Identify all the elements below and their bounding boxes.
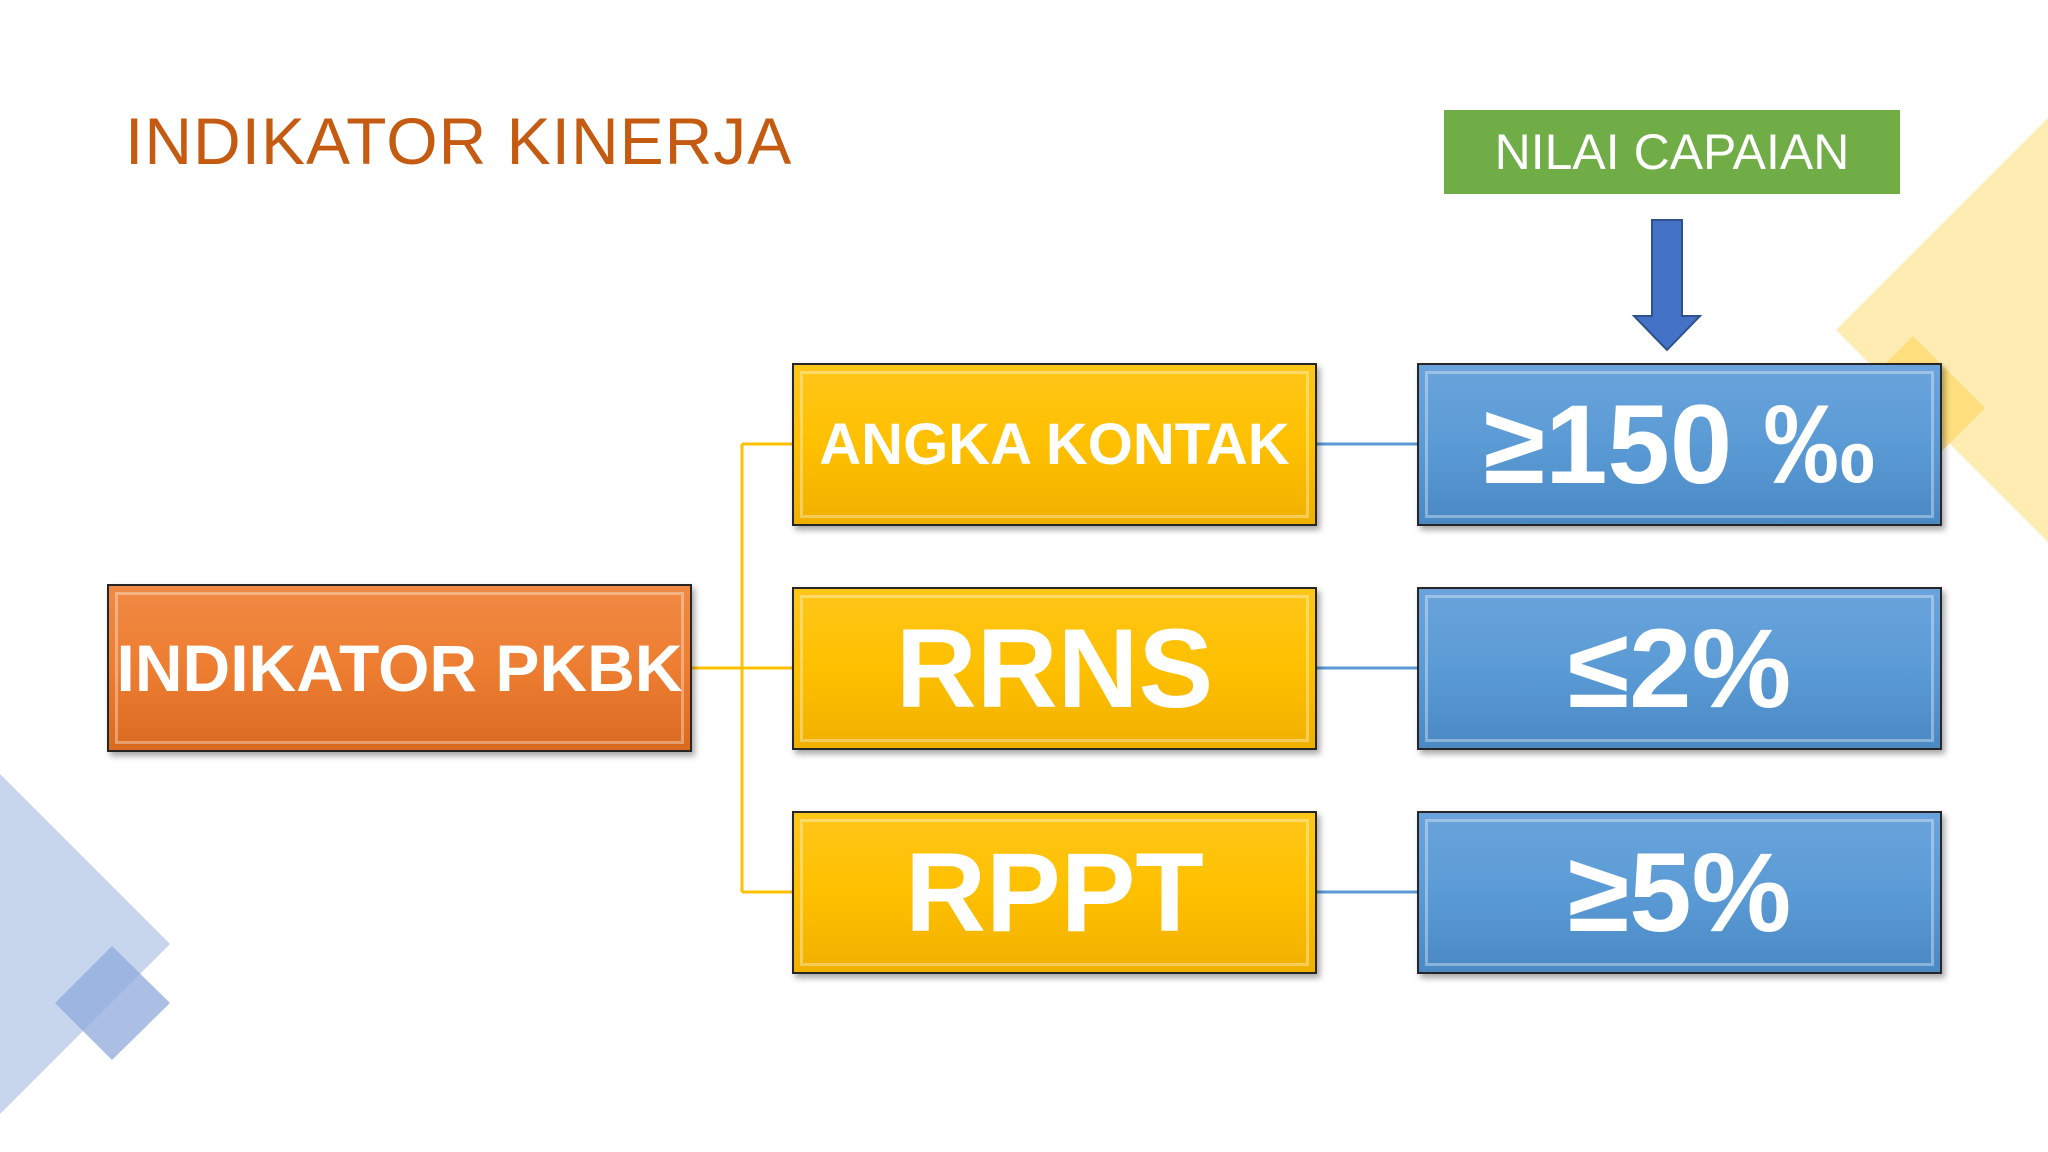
indicator-box-angka-kontak: ANGKA KONTAK [792,363,1317,526]
deco-blue-diamond-small [55,946,170,1060]
root-indicator-box: INDIKATOR PKBK [107,584,692,752]
nilai-capaian-badge: NILAI CAPAIAN [1444,110,1900,194]
indicator-box-rrns: RRNS [792,587,1317,750]
deco-yellow-diamond-large [1836,118,2048,542]
indicator-box-rppt: RPPT [792,811,1317,974]
target-box-rrns: ≤2% [1417,587,1942,750]
target-box-angka-kontak: ≥150 ‰ [1417,363,1942,526]
deco-blue-diamond-large [0,774,170,1114]
target-box-rppt: ≥5% [1417,811,1942,974]
slide-title: INDIKATOR KINERJA [125,104,793,178]
